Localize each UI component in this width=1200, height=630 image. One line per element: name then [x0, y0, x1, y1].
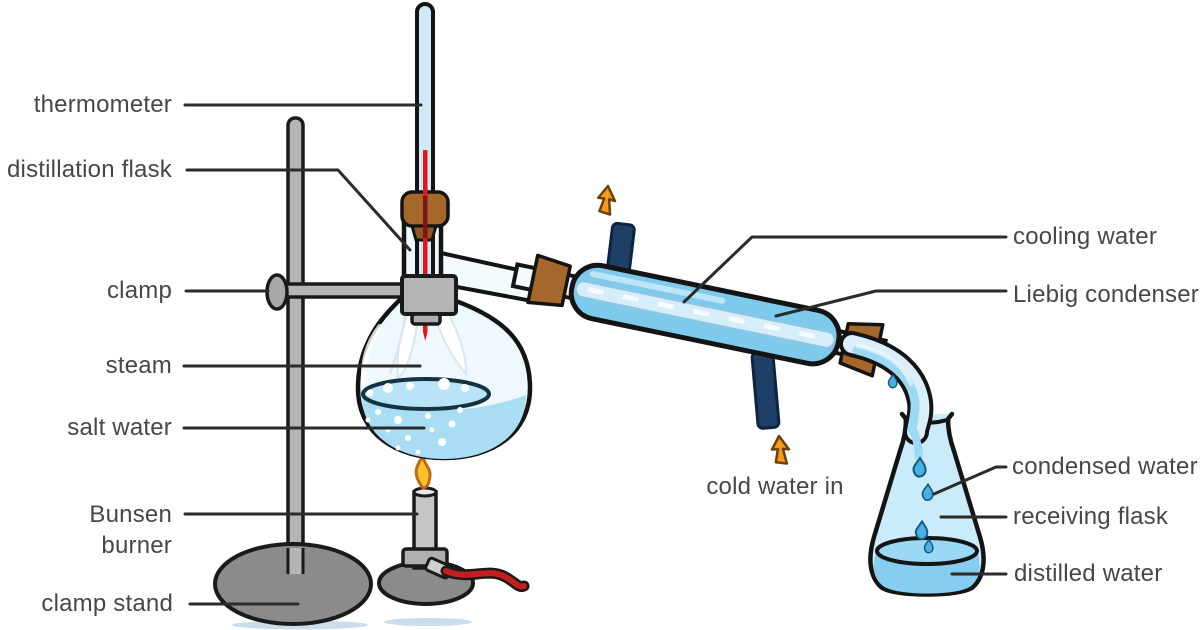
- cold-water-inlet-port: [750, 350, 781, 430]
- flow-arrow-up-icon: [769, 434, 792, 466]
- label-clamp-stand: clamp stand: [41, 590, 173, 617]
- bunsen-burner-art: [377, 454, 530, 606]
- leader-cooling-water: [682, 235, 1008, 304]
- distillation-flask-art: [355, 2, 534, 461]
- label-steam: steam: [105, 352, 172, 379]
- flame-icon: [414, 454, 432, 490]
- clamp-stand-art: [213, 116, 373, 626]
- receiving-flask-art: [868, 411, 986, 597]
- label-receiving-flask: receiving flask: [1013, 503, 1169, 530]
- label-cold-water-in: cold water in: [706, 473, 844, 500]
- leader-distillation-flask: [185, 168, 412, 252]
- label-salt-water: salt water: [67, 414, 172, 441]
- gas-hose: [424, 556, 530, 592]
- label-condensed-water: condensed water: [1012, 453, 1198, 480]
- label-bunsen-burner: Bunsen burner: [89, 499, 172, 561]
- label-liebig-condenser: Liebig condenser: [1013, 281, 1200, 308]
- leader-condensed-water: [932, 465, 1008, 496]
- salt-water-art: [361, 377, 526, 459]
- label-clamp: clamp: [106, 277, 172, 304]
- condenser-outlet-bend: [839, 331, 934, 554]
- leader-liebig-condenser: [774, 289, 1008, 318]
- flow-arrow-up-icon: [594, 183, 619, 217]
- label-bunsen-burner-line1: Bunsen: [89, 501, 172, 528]
- label-thermometer: thermometer: [33, 91, 172, 118]
- label-distillation-flask: distillation flask: [6, 156, 172, 183]
- label-cooling-water: cooling water: [1013, 223, 1158, 250]
- leader-lines: [182, 103, 1008, 606]
- liebig-condenser-art: [510, 183, 888, 466]
- label-distilled-water: distilled water: [1014, 560, 1163, 587]
- clamp-art: [265, 273, 458, 326]
- label-bunsen-burner-line2: burner: [101, 532, 172, 559]
